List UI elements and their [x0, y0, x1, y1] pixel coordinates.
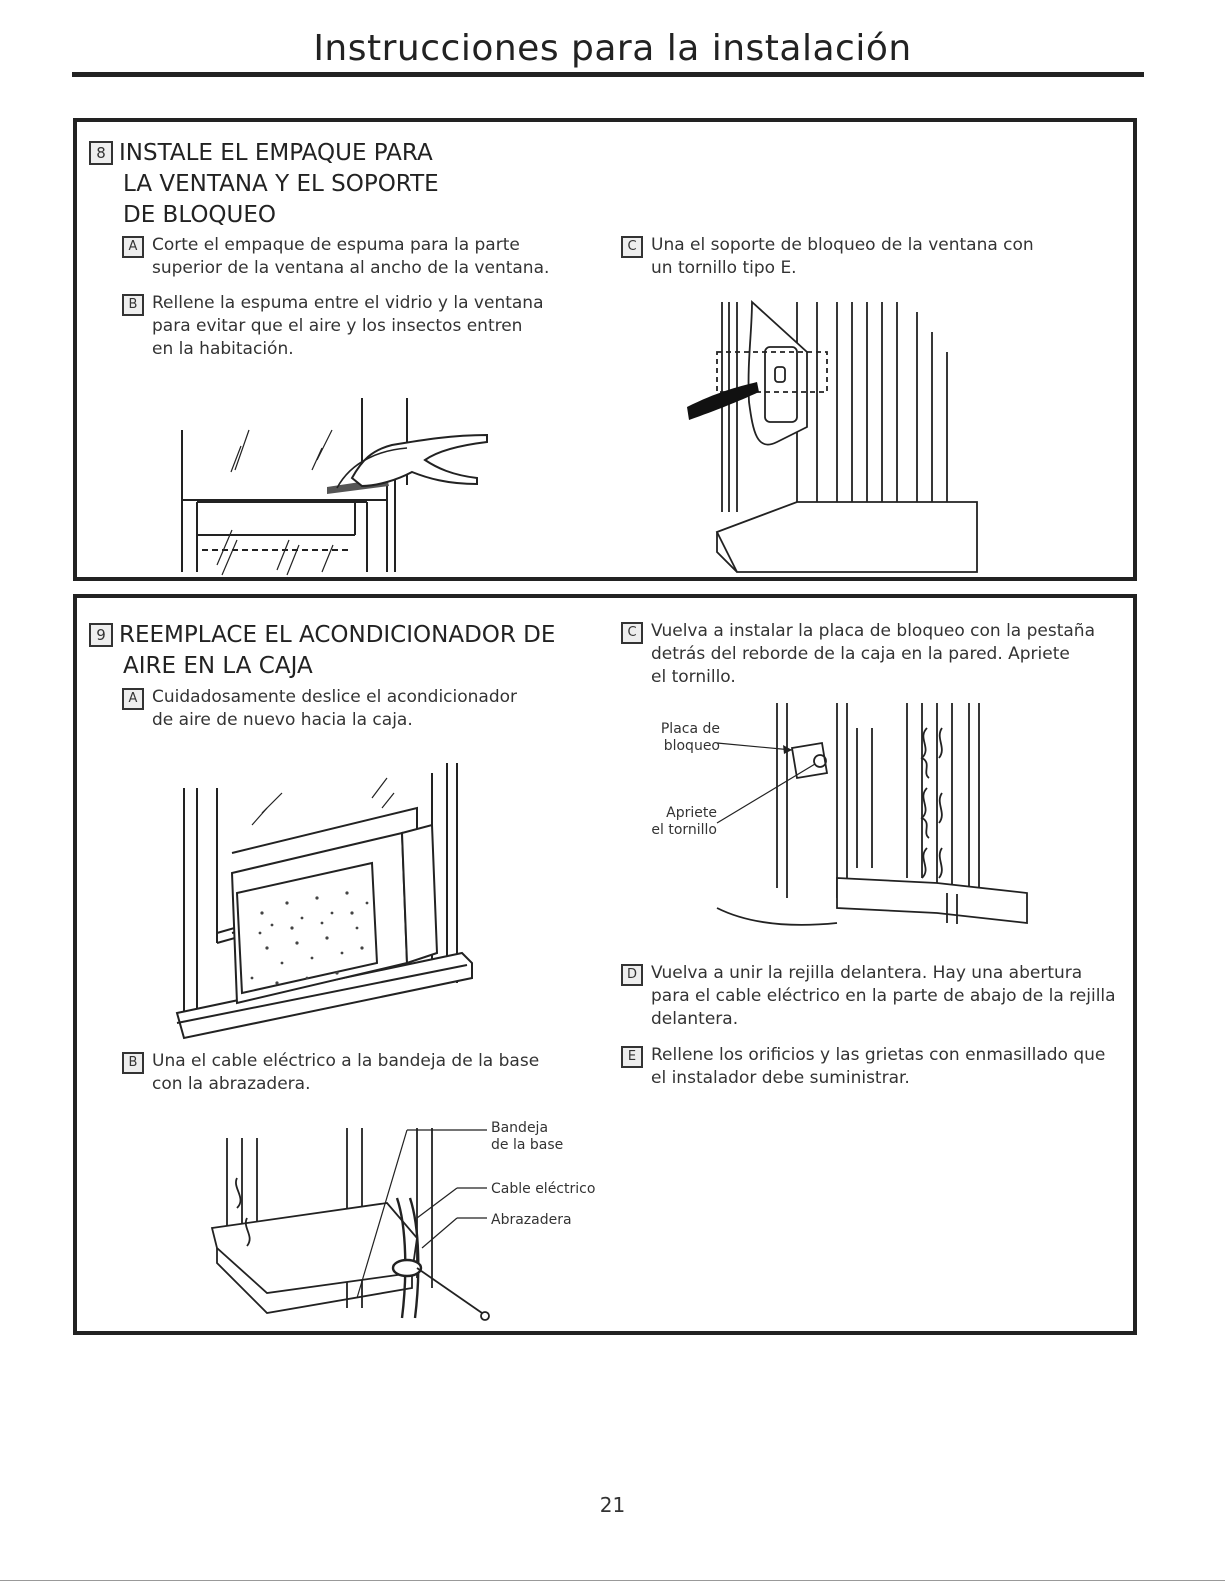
step-badge: E	[621, 1046, 643, 1068]
page-number: 21	[599, 1493, 626, 1517]
step-badge: B	[122, 1052, 144, 1074]
step-badge: D	[621, 964, 643, 986]
label-abrazadera: Abrazadera	[491, 1212, 572, 1228]
bottom-rule	[0, 1580, 1225, 1581]
page-title: Instrucciones para la instalación	[313, 28, 912, 69]
step-badge: B	[122, 294, 144, 316]
lock-plate-illustration	[716, 703, 1028, 926]
slide-air-conditioner-illustration	[175, 763, 473, 1040]
label-apriete: Apriete el tornillo	[651, 805, 717, 838]
section-9-number-badge: 9	[89, 623, 113, 647]
section-8-number-badge: 8	[89, 141, 113, 165]
label-cable: Cable eléctrico	[491, 1181, 596, 1197]
label-bandeja: Bandeja de la base	[491, 1120, 564, 1153]
step-badge: A	[122, 688, 144, 710]
lock-bracket-illustration	[687, 299, 978, 573]
foam-gasket-illustration	[181, 398, 488, 576]
step-badge: C	[621, 236, 643, 258]
title-rule	[72, 72, 1144, 77]
step-badge: A	[122, 236, 144, 258]
cord-clamp-leader-lines	[356, 1129, 487, 1299]
step-badge: C	[621, 622, 643, 644]
label-placa: Placa de bloqueo	[660, 721, 720, 754]
